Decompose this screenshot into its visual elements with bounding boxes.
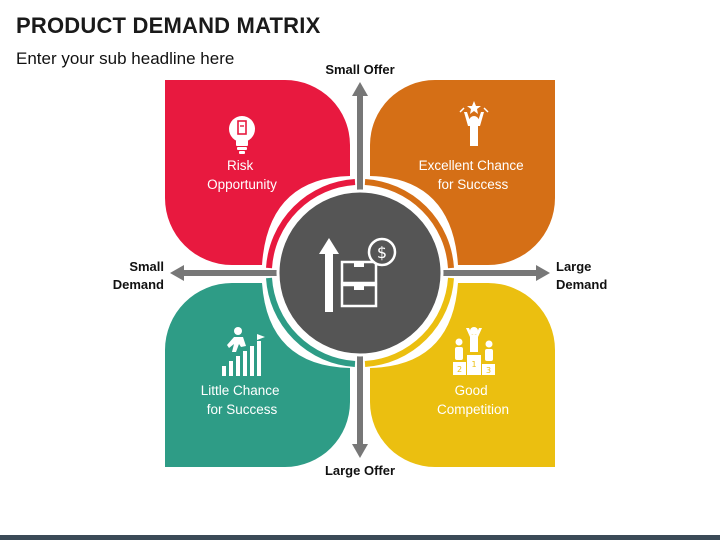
center-ring bbox=[266, 179, 454, 367]
axis-label-large-offer: Large Offer bbox=[324, 463, 396, 478]
axis-label-large-demand: Large Demand bbox=[556, 259, 608, 292]
podium-icon: 1 2 3 bbox=[453, 327, 495, 375]
lightbulb-icon bbox=[229, 116, 255, 154]
quadrant-top-left-text: Risk Opportunity bbox=[207, 158, 277, 192]
up-arrow-head bbox=[352, 82, 368, 96]
axis-label-small-offer: Small Offer bbox=[325, 62, 395, 77]
svg-text:1: 1 bbox=[471, 360, 476, 369]
right-arrow-head bbox=[536, 265, 550, 281]
quadrant-top-right-text: Excellent Chance for Success bbox=[419, 158, 528, 192]
product-boxes-dollar-icon: $ bbox=[319, 237, 397, 312]
svg-text:3: 3 bbox=[486, 366, 491, 375]
center-circle bbox=[276, 189, 444, 357]
axis-label-small-demand: Small Demand bbox=[112, 259, 164, 292]
footer-bar bbox=[0, 535, 720, 540]
down-arrow-head bbox=[352, 444, 368, 458]
quadrant-bottom-right-text: Good Competition bbox=[437, 383, 509, 417]
svg-text:2: 2 bbox=[457, 365, 462, 374]
quadrant-top-right bbox=[370, 80, 555, 265]
page-title: PRODUCT DEMAND MATRIX bbox=[16, 13, 321, 38]
winner-icon bbox=[459, 101, 489, 146]
svg-text:$: $ bbox=[377, 243, 387, 262]
climbing-stairs-icon bbox=[222, 327, 265, 376]
quadrant-bottom-left-text: Little Chance for Success bbox=[201, 383, 284, 417]
quadrant-top-left bbox=[165, 80, 350, 265]
page-subtitle: Enter your sub headline here bbox=[16, 49, 235, 68]
left-arrow-head bbox=[170, 265, 184, 281]
